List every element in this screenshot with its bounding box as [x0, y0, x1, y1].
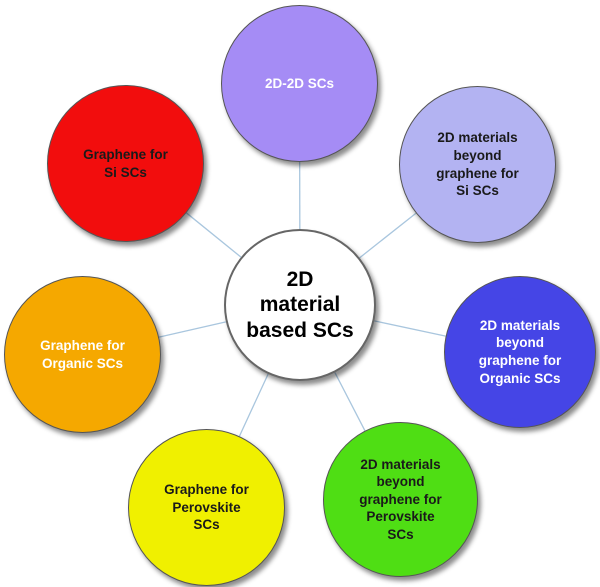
- node-2d-beyond-graphene-si-scs: 2D materials beyond graphene for Si SCs: [399, 86, 556, 243]
- node-2d-beyond-graphene-organic-scs: 2D materials beyond graphene for Organic…: [444, 276, 596, 428]
- node-graphene-si-scs-label: Graphene for Si SCs: [83, 146, 168, 180]
- node-graphene-organic-scs: Graphene for Organic SCs: [4, 276, 161, 433]
- node-2d-beyond-graphene-perovskite-scs: 2D materials beyond graphene for Perovsk…: [323, 422, 478, 577]
- connector-line-2dorg: [374, 320, 446, 337]
- node-graphene-organic-scs-label: Graphene for Organic SCs: [40, 337, 125, 371]
- connector-line-gorg: [158, 321, 227, 338]
- node-graphene-perovskite-scs-label: Graphene for Perovskite SCs: [164, 482, 249, 533]
- connector-line-2dperov: [334, 372, 366, 431]
- connector-line-gsi: [186, 212, 242, 258]
- node-graphene-si-scs: Graphene for Si SCs: [47, 85, 204, 242]
- node-2d-2d-scs-label: 2D-2D SCs: [264, 75, 335, 91]
- node-graphene-perovskite-scs: Graphene for Perovskite SCs: [128, 429, 285, 586]
- connector-line-gperov: [238, 373, 269, 437]
- connector-line-2dsi: [359, 212, 417, 259]
- node-2d-beyond-graphene-perovskite-scs-label: 2D materials beyond graphene for Perovsk…: [359, 456, 442, 542]
- node-2d-beyond-graphene-si-scs-label: 2D materials beyond graphene for Si SCs: [436, 130, 519, 199]
- node-2d-2d-scs: 2D-2D SCs: [221, 5, 378, 162]
- center-node-label: 2D material based SCs: [246, 268, 354, 342]
- node-2d-beyond-graphene-organic-scs-label: 2D materials beyond graphene for Organic…: [478, 317, 562, 386]
- center-node: 2D material based SCs: [224, 229, 376, 381]
